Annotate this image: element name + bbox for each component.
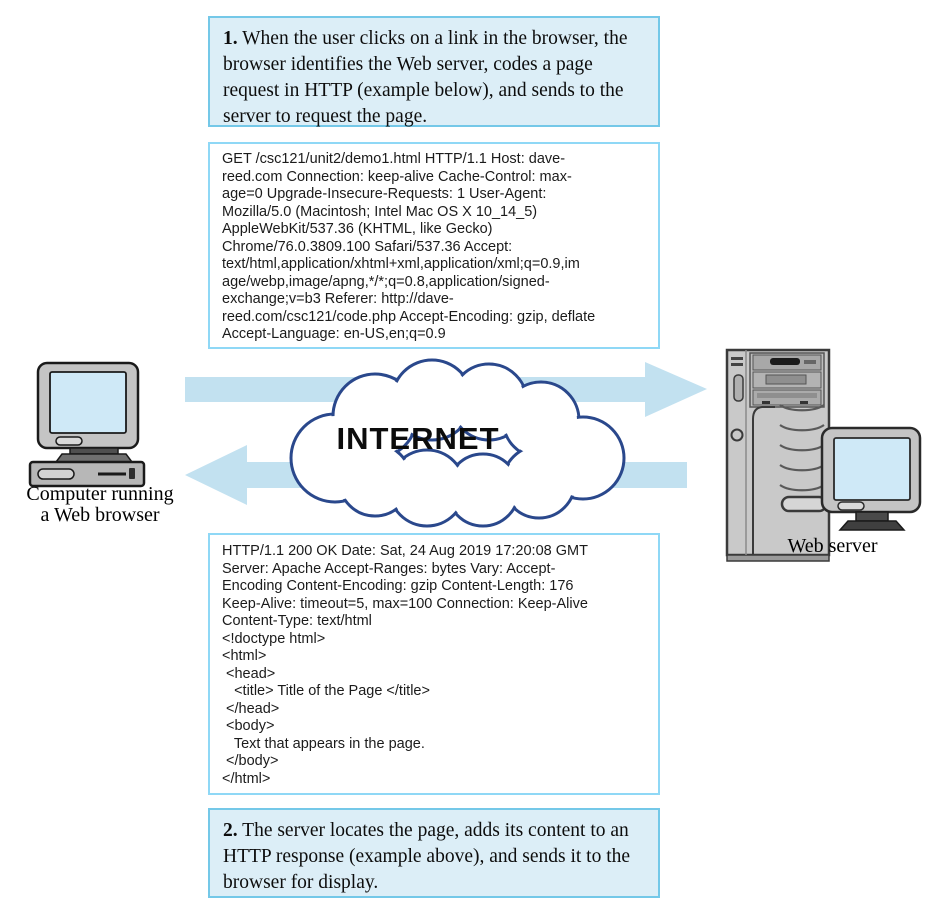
step2-text: The server locates the page, adds its co… bbox=[223, 820, 631, 893]
http-response-box: HTTP/1.1 200 OK Date: Sat, 24 Aug 2019 1… bbox=[208, 533, 660, 795]
server-monitor-icon bbox=[820, 426, 922, 531]
network-diagram: INTERNET bbox=[28, 348, 922, 562]
step2-number: 2. bbox=[223, 820, 238, 841]
http-request-box: GET /csc121/unit2/demo1.html HTTP/1.1 Ho… bbox=[208, 142, 660, 349]
client-computer-label: Computer running a Web browser bbox=[5, 484, 195, 526]
internet-cloud bbox=[289, 358, 626, 528]
server-tower-icon bbox=[725, 348, 831, 562]
web-server-label: Web server bbox=[787, 535, 878, 557]
step1-note-box: 1. When the user clicks on a link in the… bbox=[208, 16, 660, 127]
client-label-line2: a Web browser bbox=[40, 504, 160, 526]
client-computer-icon bbox=[28, 361, 146, 488]
internet-label: INTERNET bbox=[337, 421, 500, 456]
step1-text: When the user clicks on a link in the br… bbox=[223, 28, 628, 127]
step2-note-box: 2. The server locates the page, adds its… bbox=[208, 808, 660, 898]
step1-number: 1. bbox=[223, 28, 238, 49]
client-label-line1: Computer running bbox=[26, 483, 174, 505]
